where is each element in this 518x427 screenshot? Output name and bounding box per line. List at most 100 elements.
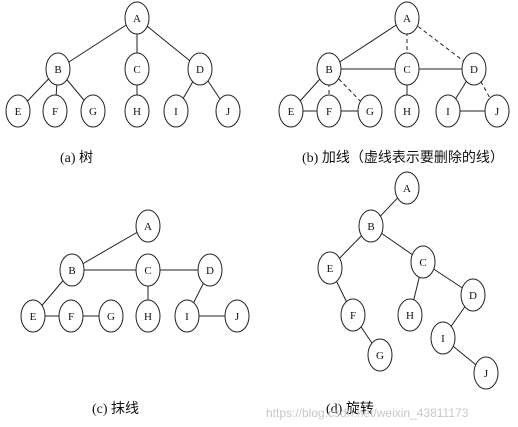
node-label: J bbox=[484, 368, 489, 380]
node-label: F bbox=[326, 106, 332, 118]
node-label: E bbox=[15, 106, 22, 118]
node-label: F bbox=[68, 311, 74, 323]
node-label: A bbox=[403, 13, 411, 25]
node-label: C bbox=[419, 257, 426, 269]
panel-b-add-lines: A B C D E F G H I J bbox=[278, 1, 510, 128]
node-label: I bbox=[185, 311, 189, 323]
node-a-f: F bbox=[42, 94, 68, 128]
node-shape bbox=[316, 52, 342, 86]
node-shape bbox=[410, 245, 436, 279]
node-b-g: G bbox=[357, 94, 383, 128]
node-label: D bbox=[206, 265, 214, 277]
node-a-c: C bbox=[124, 52, 150, 86]
node-shape bbox=[430, 321, 456, 355]
panel-c-remove-lines: A B C D E F G H I J bbox=[20, 209, 250, 333]
node-shape bbox=[187, 52, 213, 86]
node-c-d: D bbox=[197, 253, 223, 287]
watermark-text: https://blog.csdn.net/weixin_43811173 bbox=[266, 406, 469, 420]
node-shape bbox=[124, 52, 150, 86]
node-shape bbox=[59, 253, 85, 287]
node-shape bbox=[20, 299, 46, 333]
node-a-j: J bbox=[215, 94, 241, 128]
node-label: B bbox=[325, 64, 332, 76]
node-shape bbox=[58, 299, 84, 333]
node-b-b: B bbox=[316, 52, 342, 86]
node-b-j: J bbox=[484, 94, 510, 128]
node-label: J bbox=[235, 311, 240, 323]
node-b-e: E bbox=[278, 94, 304, 128]
node-shape bbox=[135, 299, 161, 333]
node-shape bbox=[484, 94, 510, 128]
node-d-j: J bbox=[473, 356, 499, 390]
node-shape bbox=[394, 52, 420, 86]
node-label: F bbox=[52, 106, 58, 118]
node-label: H bbox=[133, 106, 141, 118]
node-label: E bbox=[327, 263, 334, 275]
node-a-a: A bbox=[124, 1, 150, 35]
edge-c-a-b bbox=[71, 225, 149, 271]
node-d-d: D bbox=[460, 278, 486, 312]
node-label: D bbox=[469, 290, 477, 302]
node-label: H bbox=[144, 311, 152, 323]
node-d-h: H bbox=[397, 298, 423, 332]
node-shape bbox=[45, 52, 71, 86]
node-label: I bbox=[174, 106, 178, 118]
node-shape bbox=[197, 253, 223, 287]
node-shape bbox=[163, 94, 189, 128]
node-shape bbox=[461, 52, 487, 86]
node-label: J bbox=[495, 106, 500, 118]
node-shape bbox=[316, 94, 342, 128]
node-shape bbox=[215, 94, 241, 128]
edge-a-a-b bbox=[57, 17, 138, 70]
node-shape bbox=[124, 94, 150, 128]
caption-b: (b) 加线（虚线表示要删除的线） bbox=[302, 150, 504, 166]
node-d-b: B bbox=[358, 209, 384, 243]
node-c-a: A bbox=[135, 209, 161, 243]
node-a-g: G bbox=[80, 94, 106, 128]
node-shape bbox=[394, 94, 420, 128]
node-c-h: H bbox=[135, 299, 161, 333]
node-b-f: F bbox=[316, 94, 342, 128]
node-label: C bbox=[144, 265, 151, 277]
node-label: I bbox=[441, 333, 445, 345]
node-shape bbox=[278, 94, 304, 128]
node-shape bbox=[394, 1, 420, 35]
node-label: G bbox=[366, 106, 374, 118]
node-shape bbox=[174, 299, 200, 333]
node-label: C bbox=[403, 64, 410, 76]
edge-b-a-b bbox=[328, 17, 408, 70]
node-c-j: J bbox=[224, 299, 250, 333]
node-label: I bbox=[446, 106, 450, 118]
node-label: J bbox=[226, 106, 231, 118]
node-c-i: I bbox=[174, 299, 200, 333]
node-label: G bbox=[376, 350, 384, 362]
node-shape bbox=[340, 298, 366, 332]
node-shape bbox=[80, 94, 106, 128]
node-shape bbox=[5, 94, 31, 128]
node-b-h: H bbox=[394, 94, 420, 128]
node-c-g: G bbox=[98, 299, 124, 333]
node-label: B bbox=[68, 265, 75, 277]
node-d-f: F bbox=[340, 298, 366, 332]
node-label: E bbox=[30, 311, 37, 323]
caption-d: (d) 旋转 bbox=[326, 401, 374, 417]
node-label: G bbox=[89, 106, 97, 118]
node-label: H bbox=[403, 106, 411, 118]
node-b-d: D bbox=[461, 52, 487, 86]
node-c-b: B bbox=[59, 253, 85, 287]
node-label: G bbox=[107, 311, 115, 323]
node-shape bbox=[435, 94, 461, 128]
node-a-e: E bbox=[5, 94, 31, 128]
node-shape bbox=[98, 299, 124, 333]
node-shape bbox=[135, 209, 161, 243]
node-label: H bbox=[406, 310, 414, 322]
node-a-h: H bbox=[124, 94, 150, 128]
node-label: C bbox=[133, 64, 140, 76]
node-label: B bbox=[54, 64, 61, 76]
caption-a: (a) 树 bbox=[60, 150, 93, 166]
node-label: A bbox=[403, 183, 411, 195]
panel-d-rotate: A B C D E F G H I J bbox=[317, 171, 499, 390]
node-d-g: G bbox=[367, 338, 393, 372]
